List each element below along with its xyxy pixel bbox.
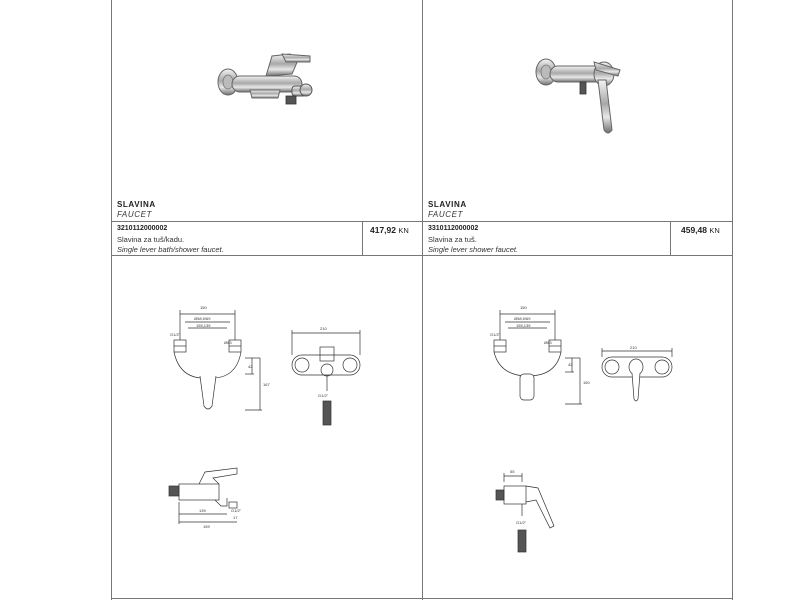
product-description-hr: Slavina za tuš/kadu.	[117, 235, 185, 244]
price-value: 459,48	[681, 225, 707, 235]
product-subtitle: FAUCET	[428, 210, 464, 219]
product-description-hr: Slavina za tuš.	[428, 235, 477, 244]
dimension-label: 150	[583, 380, 590, 385]
top-view-drawing: 210	[600, 345, 680, 415]
shower-faucet-photo	[528, 44, 628, 145]
price-divider-left	[362, 221, 363, 255]
product-price: 459,48 KN	[681, 225, 720, 235]
price-divider-right	[670, 221, 671, 255]
dimension-label: G1/2"	[170, 332, 181, 337]
product-description-en: Single lever bath/shower faucet.	[117, 245, 224, 254]
dimension-label: 159	[203, 524, 210, 529]
dimension-label: G1/2"	[516, 520, 527, 525]
dimension-label: G1/2"	[490, 332, 501, 337]
dimension-label: 17	[233, 515, 238, 520]
front-view-drawing: 150 Ø58,5/69 155,135 G1/2" Ø63 42 150	[480, 300, 600, 420]
product-title: SLAVINA	[117, 200, 156, 209]
header-rule	[111, 221, 733, 222]
product-code: 3210112000002	[117, 225, 168, 232]
bath-shower-faucet-photo	[206, 38, 326, 129]
product-title: SLAVINA	[428, 200, 467, 209]
dimension-label: 167	[263, 382, 270, 387]
product-subtitle: FAUCET	[117, 210, 153, 219]
dimension-label: 155,135	[196, 323, 211, 328]
front-view-drawing: 150 Ø58,5/69 155,135 G1/2" Ø63 42 167	[160, 300, 280, 430]
dimension-label: 210	[320, 326, 327, 331]
price-value: 417,92	[370, 225, 396, 235]
column-divider	[422, 0, 423, 600]
side-view-drawing: 55 G1/2"	[492, 468, 562, 563]
dimension-label: Ø58,5/69	[194, 316, 211, 321]
product-code: 3310112000002	[428, 225, 479, 232]
bottom-rule	[111, 598, 733, 599]
row-rule	[111, 255, 733, 256]
dimension-label: 55	[510, 469, 515, 474]
side-view-drawing: 139 159 G1/2" 17	[165, 462, 255, 537]
product-price: 417,92 KN	[370, 225, 409, 235]
dimension-label: Ø63	[544, 340, 552, 345]
dimension-label: 139	[199, 508, 206, 513]
dimension-label: 210	[630, 345, 637, 350]
dimension-label: G1/2"	[231, 508, 242, 513]
column-border-right	[732, 0, 733, 600]
price-currency: KN	[398, 226, 409, 235]
column-border-left	[111, 0, 112, 600]
dimension-label: Ø63	[224, 340, 232, 345]
price-currency: KN	[709, 226, 720, 235]
dimension-label: G1/2"	[318, 393, 329, 398]
dimension-label: 42	[248, 364, 253, 369]
dimension-label: 155,135	[516, 323, 531, 328]
dimension-label: 150	[520, 305, 527, 310]
dimension-label: Ø58,5/69	[514, 316, 531, 321]
dimension-label: 42	[568, 362, 573, 367]
dimension-label: 150	[200, 305, 207, 310]
product-description-en: Single lever shower faucet.	[428, 245, 519, 254]
top-view-drawing: 210 G1/2"	[288, 325, 368, 435]
